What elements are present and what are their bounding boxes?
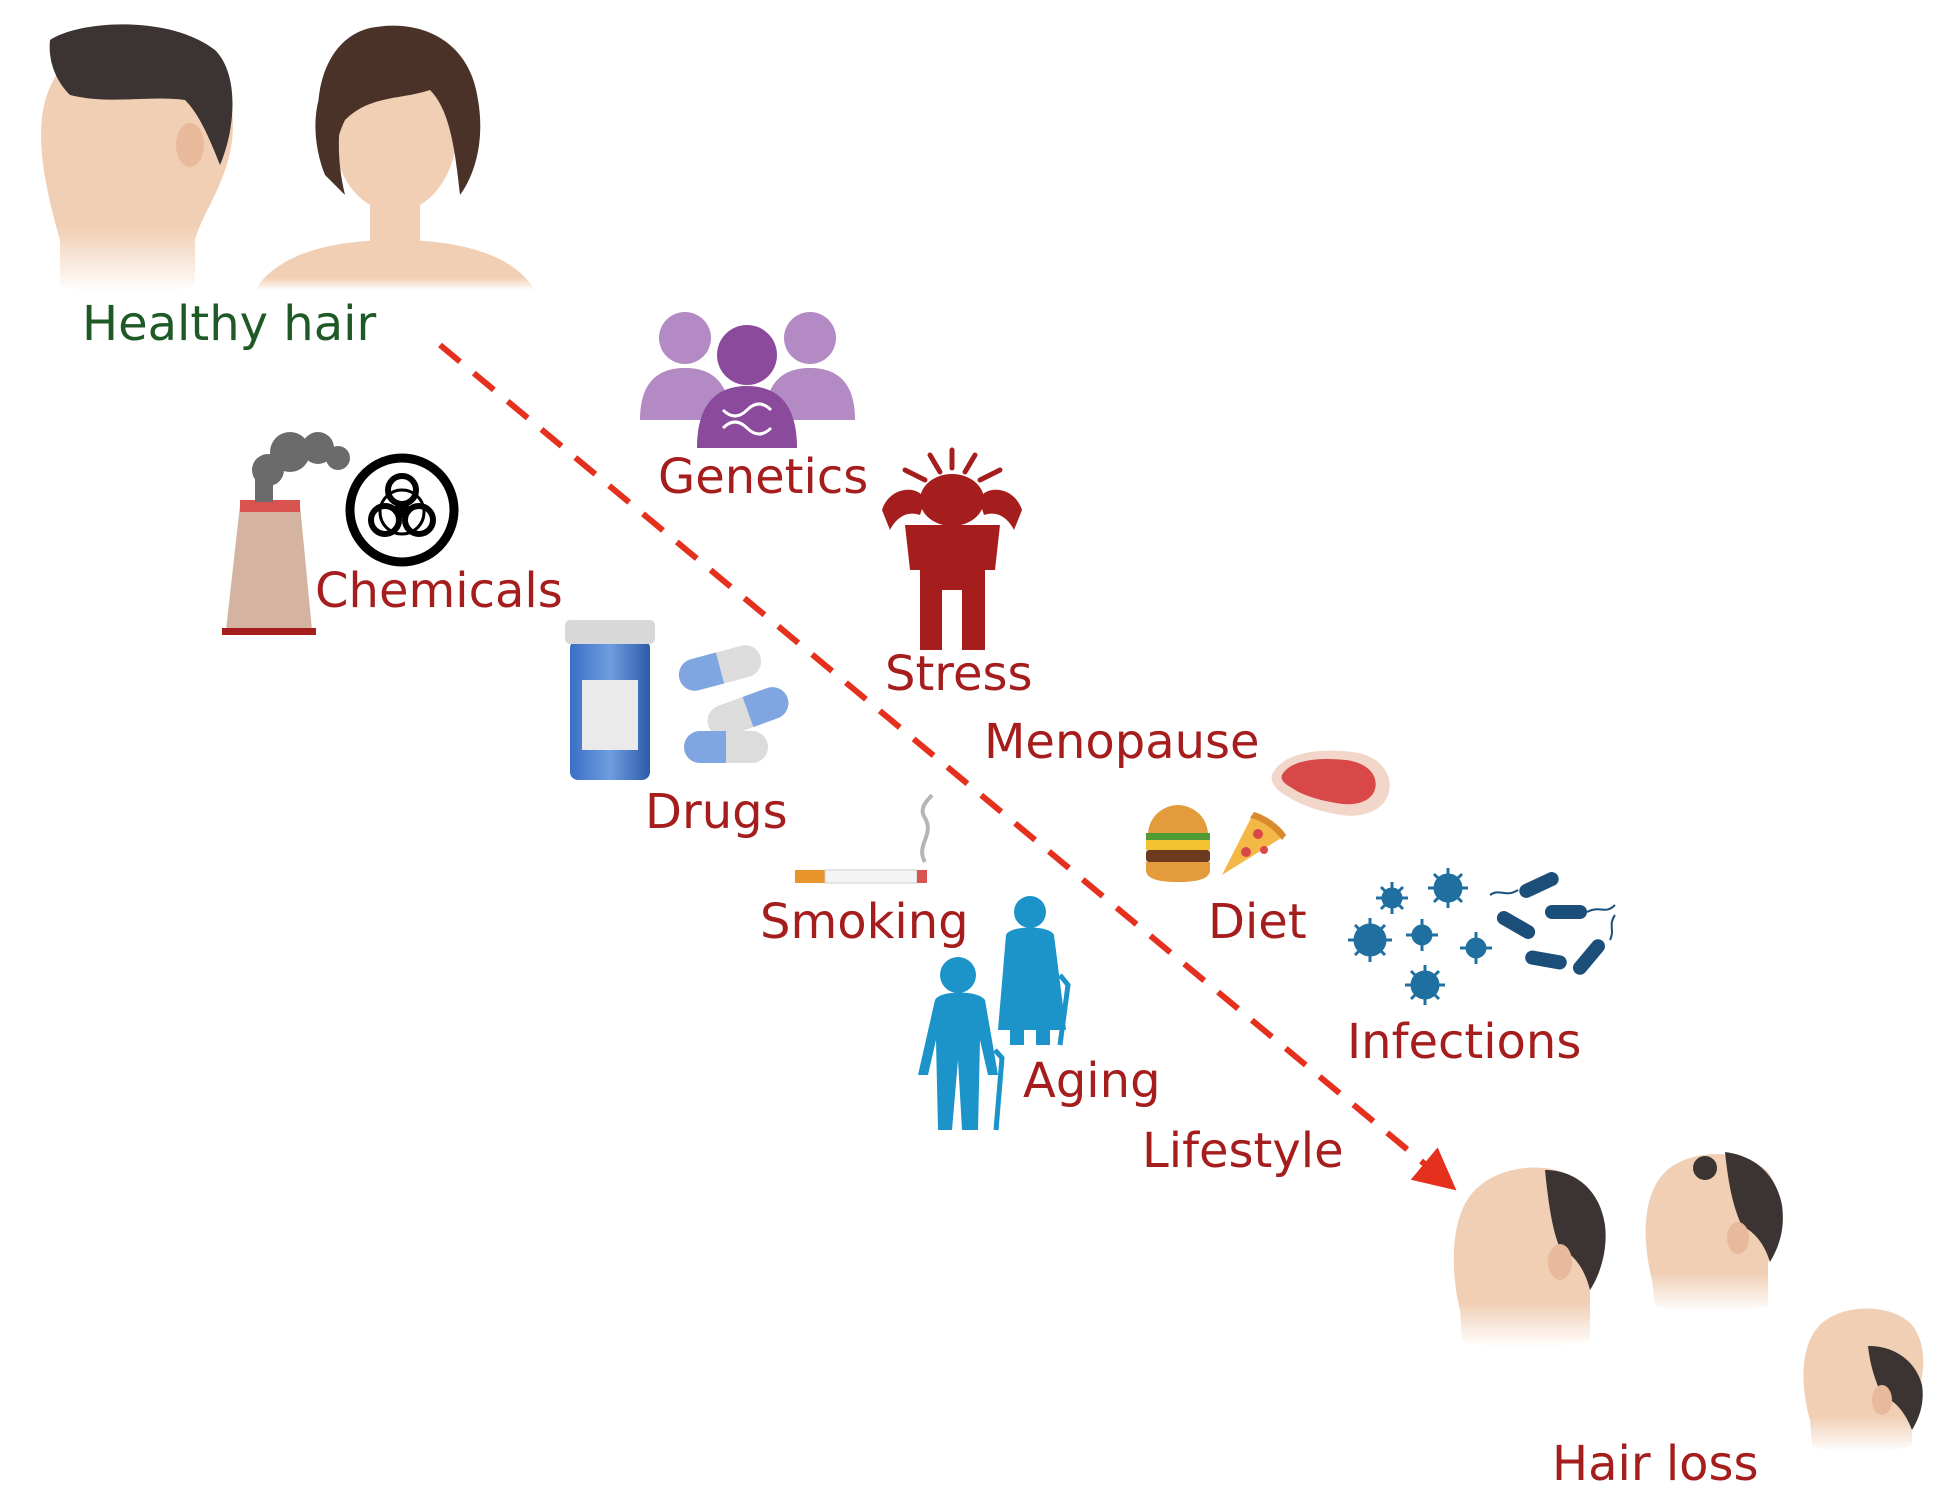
lifestyle-label: Lifestyle [1142,1123,1344,1179]
capsules-icon [678,645,789,763]
diet-label: Diet [1208,894,1307,950]
cigarette-icon [795,793,934,884]
aging-label: Aging [1023,1053,1161,1109]
hair-loss-label: Hair loss [1552,1436,1759,1492]
healthy-man-head-icon [41,24,233,293]
infections-label: Infections [1347,1014,1582,1070]
smoking-label: Smoking [760,894,969,950]
virus-icon [1348,868,1492,1005]
genetics-people-icon [640,312,855,448]
burger-icon [1146,805,1210,882]
healthy-hair-label: Healthy hair [82,296,377,352]
pill-bottle-icon [565,620,655,780]
stressed-person-icon [882,447,1022,650]
pizza-icon [1222,812,1286,875]
chemicals-label: Chemicals [315,563,563,619]
steak-icon [1271,750,1390,816]
factory-smoke-icon [222,432,350,635]
healthy-woman-head-icon [255,25,535,290]
elderly-couple-icon [918,896,1071,1131]
menopause-label: Menopause [984,714,1260,770]
genetics-label: Genetics [658,449,869,505]
biohazard-icon [345,453,459,567]
balding-heads-icon [1453,1152,1924,1453]
stress-label: Stress [885,646,1033,702]
bacteria-icon [1489,872,1616,975]
drugs-label: Drugs [645,784,788,840]
